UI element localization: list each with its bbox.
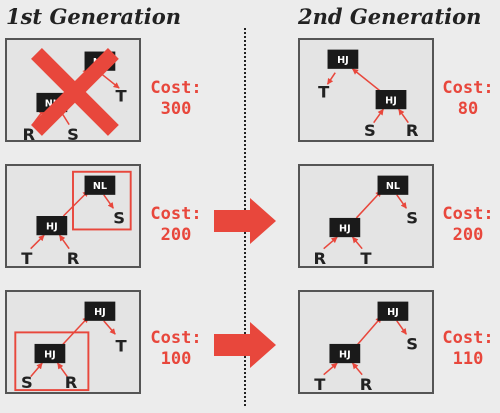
gen2-plan-3: HJ HJ S T R bbox=[298, 290, 434, 394]
gen2-plan-2-cost: Cost: 200 bbox=[438, 204, 498, 246]
eliminated-cross-icon bbox=[31, 48, 119, 136]
leaf-right: S bbox=[113, 209, 125, 228]
edge-root-to-right bbox=[103, 320, 116, 335]
edge-inner-to-root bbox=[60, 316, 89, 347]
root-join-label: HJ bbox=[94, 307, 106, 318]
leaf-mid: R bbox=[360, 375, 373, 394]
edge-root-to-right bbox=[103, 194, 115, 209]
root-join-label: HJ bbox=[337, 55, 349, 66]
inner-join-label: HJ bbox=[385, 95, 397, 106]
inner-join-node bbox=[34, 343, 66, 364]
subtree-highlight-box bbox=[14, 331, 90, 392]
root-join-node bbox=[84, 175, 116, 195]
cost-label: Cost: bbox=[442, 78, 494, 98]
inner-join-node bbox=[329, 217, 361, 238]
edge-mid-to-inner bbox=[373, 108, 384, 124]
root-join-label: HJ bbox=[387, 307, 399, 318]
gen1-plan-2-cost: Cost: 200 bbox=[146, 204, 206, 246]
leaf-left: T bbox=[21, 249, 33, 268]
leaf-right: T bbox=[116, 337, 128, 356]
promote-arrow-icon bbox=[214, 322, 276, 368]
edge-mid-to-inner bbox=[351, 362, 363, 376]
root-join-node bbox=[377, 301, 409, 321]
leaf-right: R bbox=[406, 121, 419, 140]
leaf-right: T bbox=[116, 87, 128, 106]
leaf-left: R bbox=[314, 249, 327, 268]
gen2-plan-1-cost: Cost: 80 bbox=[438, 78, 498, 120]
cost-value: 100 bbox=[160, 349, 192, 369]
inner-join-node bbox=[36, 216, 68, 236]
edge-inner-to-root bbox=[355, 190, 382, 219]
cost-label: Cost: bbox=[442, 204, 494, 224]
leaf-mid: S bbox=[67, 125, 79, 144]
leaf-mid: S bbox=[364, 121, 376, 140]
leaf-mid: R bbox=[67, 249, 80, 268]
gen1-plan-2: NL HJ S T R bbox=[5, 164, 141, 268]
edge-root-to-left bbox=[326, 72, 336, 85]
cost-value: 300 bbox=[160, 99, 192, 119]
edge-inner-to-root bbox=[355, 316, 382, 347]
root-join-node bbox=[327, 49, 359, 69]
edge-left-to-inner bbox=[323, 362, 338, 376]
inner-join-label: HJ bbox=[46, 221, 58, 232]
leaf-right: S bbox=[406, 209, 418, 228]
subtree-highlight-box bbox=[72, 170, 132, 231]
root-join-label: NL bbox=[386, 181, 400, 192]
edge-left-to-inner bbox=[30, 362, 43, 378]
root-join-node bbox=[84, 301, 116, 321]
inner-join-label: HJ bbox=[44, 349, 56, 360]
cost-value: 200 bbox=[160, 225, 192, 245]
edge-mid-to-inner bbox=[58, 234, 70, 250]
gen1-plan-3: HJ HJ T S R bbox=[5, 290, 141, 394]
leaf-mid: T bbox=[360, 249, 372, 268]
gen1-plan-1: NL NL T R S bbox=[5, 38, 141, 144]
cost-label: Cost: bbox=[150, 78, 202, 98]
inner-join-node bbox=[375, 90, 407, 110]
edge-right-to-inner bbox=[398, 108, 409, 124]
leaf-left: R bbox=[22, 125, 35, 144]
gen2-plan-2: NL HJ S R T bbox=[298, 164, 434, 268]
leaf-left: T bbox=[314, 375, 326, 394]
gen2-plan-1: HJ HJ T S R bbox=[298, 38, 434, 142]
cost-value: 200 bbox=[452, 225, 484, 245]
inner-join-label: HJ bbox=[339, 223, 351, 234]
edge-mid-to-inner bbox=[351, 236, 363, 250]
inner-join-label: HJ bbox=[339, 349, 351, 360]
edge-inner-to-root bbox=[62, 190, 89, 217]
edge-root-to-right bbox=[396, 320, 408, 335]
cost-value: 110 bbox=[452, 349, 484, 369]
leaf-left: S bbox=[21, 373, 33, 392]
cost-label: Cost: bbox=[150, 204, 202, 224]
edge-mid-to-inner bbox=[56, 362, 68, 378]
edge-root-to-right bbox=[396, 194, 408, 209]
second-generation-heading: 2nd Generation bbox=[298, 4, 482, 29]
leaf-mid: R bbox=[65, 373, 78, 392]
cost-label: Cost: bbox=[442, 328, 494, 348]
gen2-plan-3-cost: Cost: 110 bbox=[438, 328, 498, 370]
root-join-label: NL bbox=[93, 181, 107, 192]
first-generation-heading: 1st Generation bbox=[6, 4, 181, 29]
edge-inner-to-root bbox=[352, 68, 382, 93]
gen1-plan-3-cost: Cost: 100 bbox=[146, 328, 206, 370]
gen1-plan-1-cost: Cost: 300 bbox=[146, 78, 206, 120]
cost-value: 80 bbox=[457, 99, 479, 119]
edge-left-to-inner bbox=[30, 234, 45, 250]
leaf-right: S bbox=[406, 335, 418, 354]
edge-left-to-inner bbox=[323, 236, 338, 250]
promote-arrow-icon bbox=[214, 198, 276, 244]
leaf-left: T bbox=[318, 83, 330, 102]
root-join-node bbox=[377, 175, 409, 195]
cost-label: Cost: bbox=[150, 328, 202, 348]
inner-join-node bbox=[329, 343, 361, 364]
inner-join-label: NL bbox=[45, 98, 59, 109]
edge-root-to-right bbox=[99, 72, 120, 89]
